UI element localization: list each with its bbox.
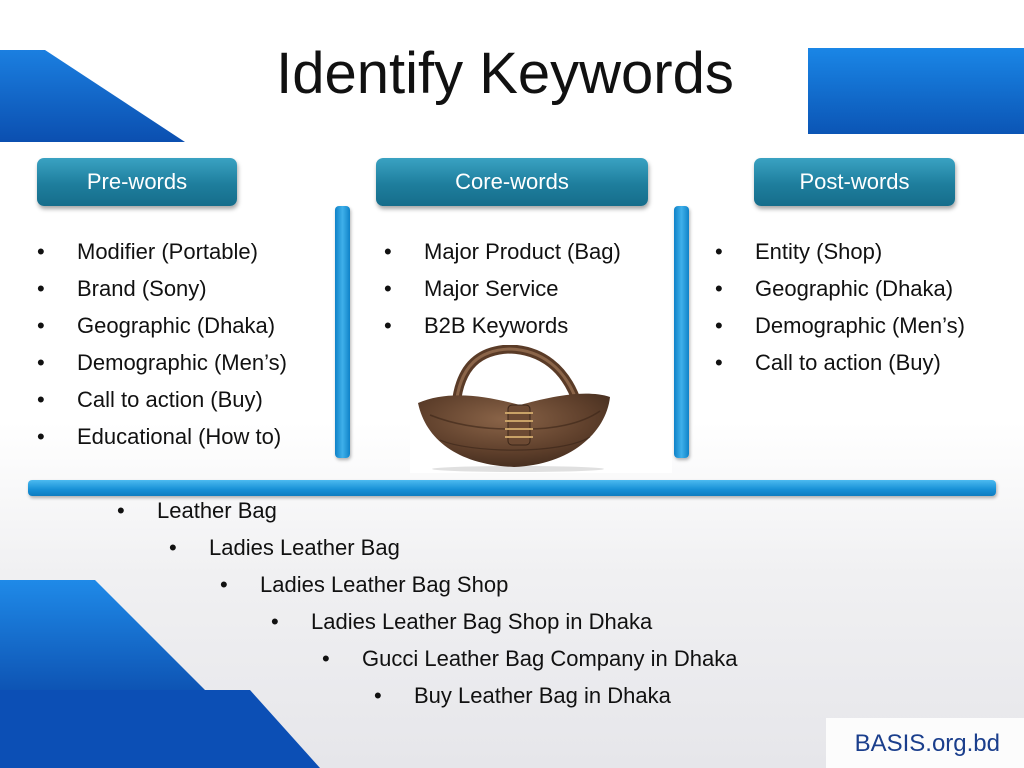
example-keyword: Ladies Leather Bag xyxy=(169,535,400,561)
list-item: Entity (Shop) xyxy=(715,238,965,275)
separator-right xyxy=(674,206,689,458)
leather-bag-image xyxy=(410,344,672,473)
list-item: Geographic (Dhaka) xyxy=(715,275,965,312)
core-words-list: Major Product (Bag) Major Service B2B Ke… xyxy=(384,238,621,349)
separator-left xyxy=(335,206,350,458)
decor-top-right xyxy=(808,48,1024,134)
example-keyword: Ladies Leather Bag Shop in Dhaka xyxy=(271,609,652,635)
example-keyword: Leather Bag xyxy=(117,498,277,524)
header-core-words: Core-words xyxy=(376,158,648,206)
footer-brand: BASIS.org.bd xyxy=(854,730,1000,757)
list-item: Educational (How to) xyxy=(37,423,287,460)
list-item: Modifier (Portable) xyxy=(37,238,287,275)
list-item: Major Service xyxy=(384,275,621,312)
example-keyword: Ladies Leather Bag Shop xyxy=(220,572,508,598)
list-item: Major Product (Bag) xyxy=(384,238,621,275)
slide-title: Identify Keywords xyxy=(276,41,734,106)
post-words-list: Entity (Shop) Geographic (Dhaka) Demogra… xyxy=(715,238,965,386)
list-item: Geographic (Dhaka) xyxy=(37,312,287,349)
list-item: Call to action (Buy) xyxy=(37,386,287,423)
list-item: Call to action (Buy) xyxy=(715,349,965,386)
list-item: Demographic (Men’s) xyxy=(37,349,287,386)
example-keyword: Gucci Leather Bag Company in Dhaka xyxy=(322,646,737,672)
list-item: Brand (Sony) xyxy=(37,275,287,312)
decor-bottom-right xyxy=(826,718,1024,768)
header-pre-words: Pre-words xyxy=(37,158,237,206)
decor-top-left xyxy=(0,50,185,142)
header-post-words: Post-words xyxy=(754,158,955,206)
horizontal-divider xyxy=(28,480,996,496)
example-keyword: Buy Leather Bag in Dhaka xyxy=(374,683,671,709)
list-item: Demographic (Men’s) xyxy=(715,312,965,349)
pre-words-list: Modifier (Portable) Brand (Sony) Geograp… xyxy=(37,238,287,460)
decor-bottom-left xyxy=(0,580,320,768)
list-item: B2B Keywords xyxy=(384,312,621,349)
